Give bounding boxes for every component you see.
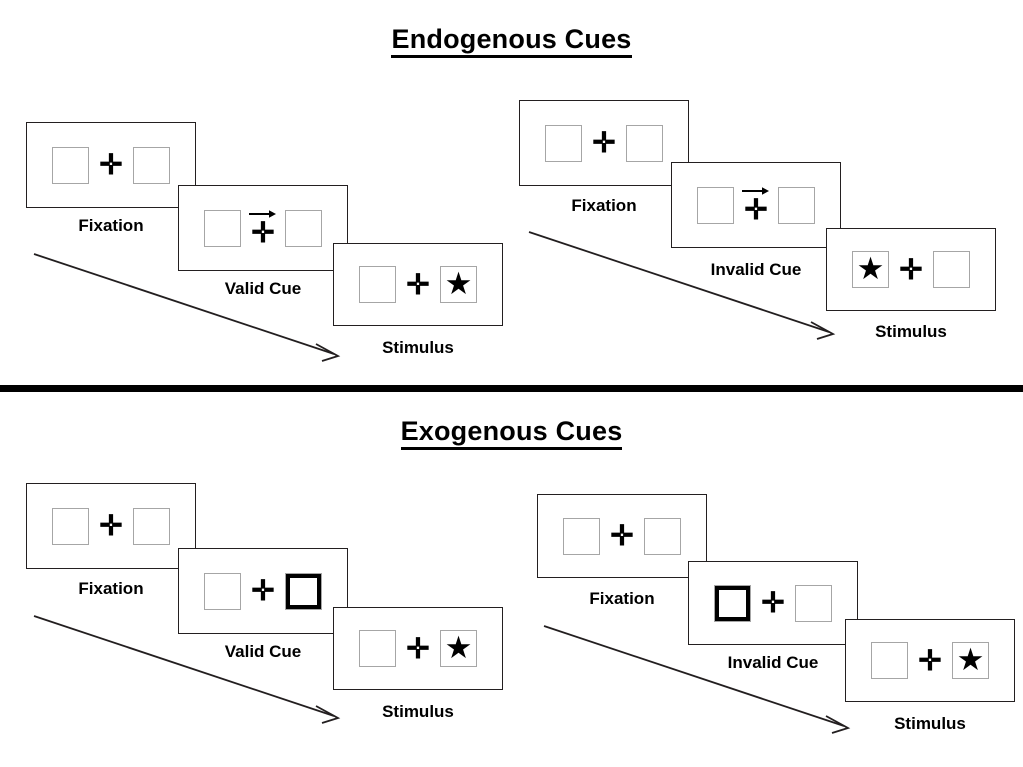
frame-content: ✛ <box>27 484 195 568</box>
centre-region: ✛ <box>396 625 440 673</box>
left-box <box>52 507 89 545</box>
centre-region: ✛ <box>89 141 133 189</box>
left-box <box>359 630 396 667</box>
frame-exogenous-valid-cue: ✛ <box>178 548 348 634</box>
frame-endogenous-invalid-cue: ✛ <box>671 162 841 248</box>
frame-endogenous-valid-fixation: ✛ <box>26 122 196 208</box>
frame-content: ★ ✛ <box>827 229 995 310</box>
arrow-right-cue-icon <box>249 210 276 218</box>
right-box-cued <box>285 572 322 610</box>
centre-region: ✛ <box>734 181 778 229</box>
section-title-endogenous-text: Endogenous Cues <box>391 24 632 58</box>
frame-content: ✛ <box>520 101 688 185</box>
caption-exogenous-valid-cue: Valid Cue <box>224 642 302 661</box>
centre-region: ✛ <box>241 204 285 252</box>
centre-region: ✛ <box>889 246 933 294</box>
centre-region: ✛ <box>908 637 952 685</box>
caption-endogenous-valid-fixation: Fixation <box>78 216 144 235</box>
arrow-right-cue-icon <box>742 187 769 195</box>
frame-content: ✛ ★ <box>334 244 502 325</box>
fixation-cross-icon: ✛ <box>761 587 785 618</box>
centre-region: ✛ <box>241 567 285 615</box>
fixation-cross-icon: ✛ <box>592 127 616 158</box>
frame-content: ✛ <box>27 123 195 207</box>
right-box: ★ <box>440 266 477 303</box>
left-box <box>52 146 89 184</box>
fixation-cross-icon: ✛ <box>744 193 768 225</box>
frame-content: ✛ <box>179 186 347 270</box>
fixation-cross-icon: ✛ <box>251 575 275 606</box>
section-title-exogenous: Exogenous Cues <box>0 416 1023 450</box>
time-arrow-endogenous-valid <box>33 253 341 362</box>
frame-content: ✛ ★ <box>846 620 1014 701</box>
caption-endogenous-invalid-stimulus: Stimulus <box>875 322 947 341</box>
right-box <box>626 124 663 162</box>
right-box <box>285 209 322 247</box>
right-box: ★ <box>440 630 477 667</box>
centre-region: ✛ <box>751 579 795 627</box>
right-box <box>778 186 815 224</box>
right-box <box>133 146 170 184</box>
centre-region: ✛ <box>600 512 644 560</box>
frame-endogenous-valid-stimulus: ✛ ★ <box>333 243 503 326</box>
caption-endogenous-invalid-fixation: Fixation <box>571 196 637 215</box>
frame-endogenous-invalid-stimulus: ★ ✛ <box>826 228 996 311</box>
section-title-exogenous-text: Exogenous Cues <box>400 416 623 450</box>
right-box <box>795 584 832 622</box>
frame-content: ✛ <box>672 163 840 247</box>
caption-endogenous-valid-stimulus: Stimulus <box>382 338 454 357</box>
caption-exogenous-valid-fixation: Fixation <box>78 579 144 598</box>
left-box <box>359 266 396 303</box>
fixation-cross-icon: ✛ <box>406 632 430 664</box>
left-box <box>697 186 734 224</box>
frame-exogenous-valid-fixation: ✛ <box>26 483 196 569</box>
star-icon: ★ <box>444 630 473 665</box>
frame-exogenous-invalid-cue: ✛ <box>688 561 858 645</box>
left-box: ★ <box>852 251 889 288</box>
frame-content: ✛ <box>689 562 857 644</box>
frame-exogenous-valid-stimulus: ✛ ★ <box>333 607 503 690</box>
frame-endogenous-invalid-fixation: ✛ <box>519 100 689 186</box>
right-box <box>133 507 170 545</box>
caption-endogenous-valid-cue: Valid Cue <box>224 279 302 298</box>
section-divider <box>0 385 1023 392</box>
star-icon: ★ <box>444 266 473 301</box>
right-box <box>933 251 970 288</box>
time-arrow-exogenous-valid <box>33 615 341 724</box>
right-box: ★ <box>952 642 989 679</box>
left-box <box>204 572 241 610</box>
left-box <box>204 209 241 247</box>
caption-exogenous-invalid-fixation: Fixation <box>589 589 655 608</box>
caption-endogenous-invalid-cue: Invalid Cue <box>710 260 802 279</box>
star-icon: ★ <box>856 251 885 286</box>
centre-region: ✛ <box>396 261 440 309</box>
right-box <box>644 517 681 555</box>
left-box <box>871 642 908 679</box>
centre-region: ✛ <box>89 502 133 550</box>
fixation-cross-icon: ✛ <box>406 268 430 300</box>
fixation-cross-icon: ✛ <box>899 253 923 285</box>
frame-content: ✛ <box>179 549 347 633</box>
time-arrow-endogenous-invalid <box>528 231 836 340</box>
frame-endogenous-valid-cue: ✛ <box>178 185 348 271</box>
left-box <box>563 517 600 555</box>
caption-exogenous-valid-stimulus: Stimulus <box>382 702 454 721</box>
frame-exogenous-invalid-fixation: ✛ <box>537 494 707 578</box>
fixation-cross-icon: ✛ <box>251 216 275 248</box>
caption-exogenous-invalid-stimulus: Stimulus <box>894 714 966 733</box>
centre-region: ✛ <box>582 119 626 167</box>
frame-content: ✛ ★ <box>334 608 502 689</box>
fixation-cross-icon: ✛ <box>610 520 634 551</box>
star-icon: ★ <box>956 642 985 677</box>
fixation-cross-icon: ✛ <box>918 644 942 676</box>
left-box <box>545 124 582 162</box>
frame-exogenous-invalid-stimulus: ✛ ★ <box>845 619 1015 702</box>
fixation-cross-icon: ✛ <box>99 510 123 541</box>
section-title-endogenous: Endogenous Cues <box>0 24 1023 58</box>
fixation-cross-icon: ✛ <box>99 149 123 180</box>
caption-exogenous-invalid-cue: Invalid Cue <box>727 653 819 672</box>
frame-content: ✛ <box>538 495 706 577</box>
time-arrow-exogenous-invalid <box>543 625 851 734</box>
left-box-cued <box>714 584 751 622</box>
